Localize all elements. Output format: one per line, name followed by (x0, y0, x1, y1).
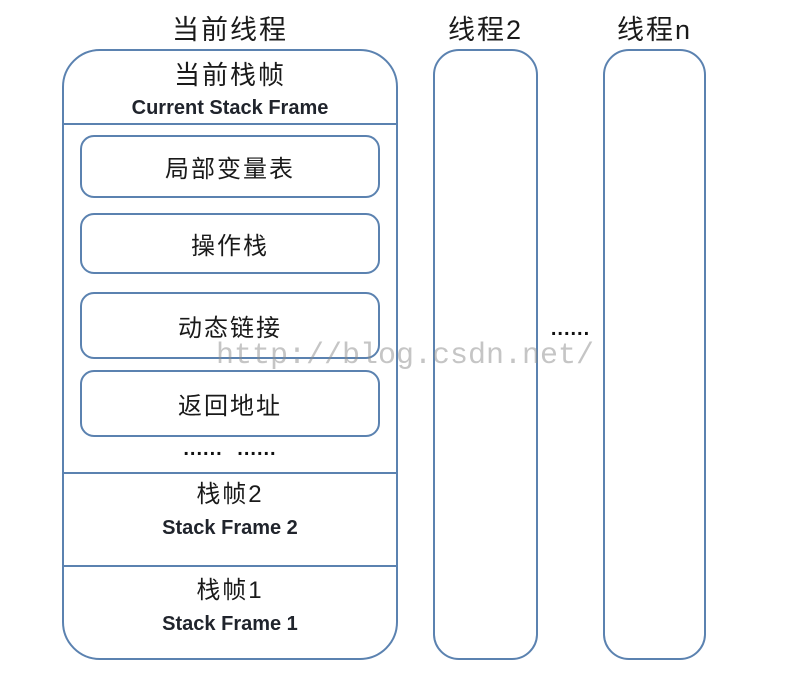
threadn-title: 线程n (616, 15, 693, 45)
current-thread-box: 当前栈帧 Current Stack Frame 局部变量表 操作栈 动态链接 … (62, 49, 398, 660)
stack-frame-2-label-en: Stack Frame 2 (162, 517, 298, 539)
component-local-variable-table: 局部变量表 (80, 135, 380, 198)
stack-frame-1-label-zh: 栈帧1 (196, 577, 264, 604)
component-label: 返回地址 (178, 393, 282, 420)
divider-frame2 (64, 472, 396, 474)
component-label: 操作栈 (191, 233, 269, 260)
current-frame-title-en: Current Stack Frame (131, 97, 329, 119)
thread2-box (433, 49, 538, 660)
more-threads-ellipsis: ...... (550, 318, 591, 340)
component-dynamic-linking: 动态链接 (80, 292, 380, 359)
component-return-address: 返回地址 (80, 370, 380, 437)
component-label: 动态链接 (178, 315, 282, 342)
threadn-box (603, 49, 706, 660)
component-label: 局部变量表 (165, 156, 295, 183)
stack-frame-2-label-zh: 栈帧2 (196, 481, 264, 508)
more-components-ellipsis: ...... ...... (183, 438, 277, 460)
divider-frame1 (64, 565, 396, 567)
component-operand-stack: 操作栈 (80, 213, 380, 274)
divider-top (64, 123, 396, 125)
thread2-title: 线程2 (447, 15, 524, 45)
current-thread-title: 当前线程 (172, 15, 288, 45)
stack-frame-1-label-en: Stack Frame 1 (162, 613, 298, 635)
current-frame-title-zh: 当前栈帧 (173, 60, 286, 90)
